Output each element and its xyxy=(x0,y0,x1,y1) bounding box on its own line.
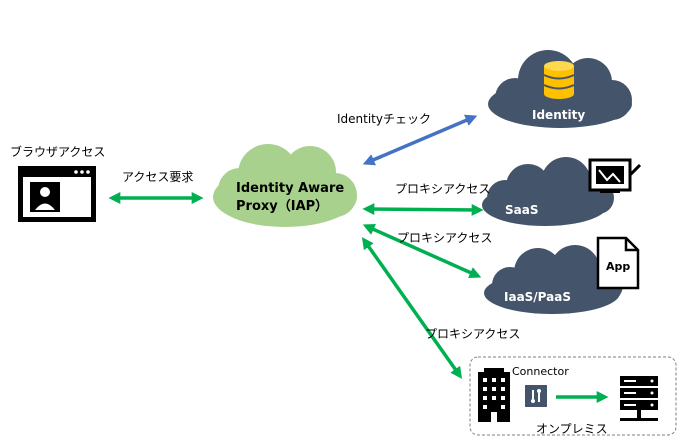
monitor-chart-icon xyxy=(588,158,642,193)
identity-check-label: Identityチェック xyxy=(337,112,431,126)
proxy-access-onprem-label: プロキシアクセス xyxy=(425,327,521,341)
browser-access-label: ブラウザアクセス xyxy=(10,145,106,159)
iap-cloud xyxy=(213,144,357,227)
connector-plug-icon xyxy=(525,385,547,407)
document-app-icon xyxy=(596,236,640,290)
saas-cloud-label: SaaS xyxy=(505,203,539,217)
proxy-access-iaas-label: プロキシアクセス xyxy=(397,231,493,245)
iap-cloud-label-line2: Proxy（IAP） xyxy=(236,199,329,214)
on-premise-label: オンプレミス xyxy=(536,422,608,436)
database-icon xyxy=(543,61,575,99)
saas-cloud xyxy=(482,157,614,226)
identity-check-arrow xyxy=(362,114,478,166)
browser-window-user-icon xyxy=(18,166,96,222)
on-premise-box xyxy=(469,356,677,436)
identity-cloud xyxy=(488,50,632,128)
app-label: App xyxy=(606,260,631,273)
building-icon xyxy=(478,368,510,422)
proxy-onprem-arrow xyxy=(361,237,463,379)
access-request-label: アクセス要求 xyxy=(122,170,194,184)
identity-cloud-label: Identity xyxy=(532,108,586,122)
iap-cloud-label-line1: Identity Aware xyxy=(236,181,345,196)
proxy-saas-arrow xyxy=(362,203,484,216)
connector-label: Connector xyxy=(512,365,569,378)
server-rack-icon xyxy=(620,376,658,421)
proxy-access-saas-label: プロキシアクセス xyxy=(395,182,491,196)
iaas-paas-cloud-label: IaaS/PaaS xyxy=(504,290,571,304)
